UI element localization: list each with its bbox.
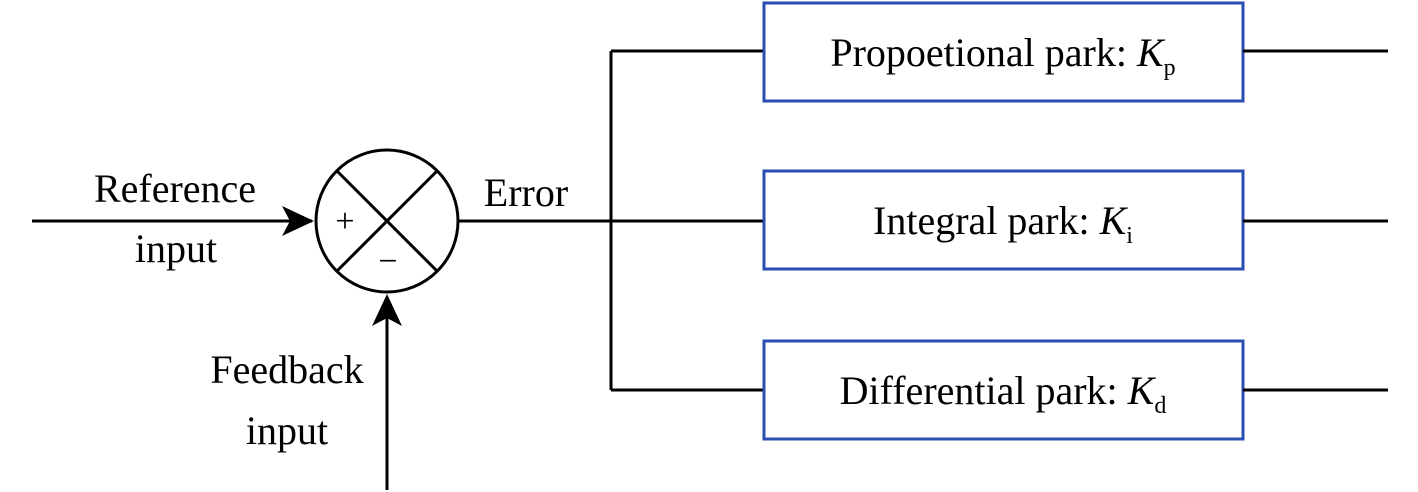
plus-sign: + <box>335 203 354 240</box>
error-label: Error <box>484 170 568 215</box>
proportional-gain-subscript: p <box>1164 55 1176 81</box>
differential-gain-symbol: K <box>1127 368 1157 413</box>
feedback-label-line1: Feedback <box>210 347 363 392</box>
proportional-gain-symbol: K <box>1136 30 1166 75</box>
feedback-label-line2: input <box>246 408 328 453</box>
feedback-arrowhead <box>372 294 402 326</box>
integral-block: Integral park: Ki <box>762 169 1245 271</box>
differential-gain-subscript: d <box>1154 393 1166 419</box>
integral-block-text: Integral park: <box>873 198 1100 243</box>
summing-junction: + − <box>314 148 460 294</box>
differential-block: Differential park: Kd <box>762 339 1245 441</box>
reference-label-line1: Reference <box>94 166 256 211</box>
differential-block-text: Differential park: <box>840 368 1128 413</box>
svg-text:Integral park: Ki: Integral park: Ki <box>873 198 1133 249</box>
minus-sign: − <box>378 243 397 280</box>
proportional-block: Propoetional park: Kp <box>762 1 1245 103</box>
reference-label-line2: input <box>135 226 217 271</box>
integral-gain-subscript: i <box>1126 223 1133 249</box>
svg-text:Propoetional park: Kp: Propoetional park: Kp <box>830 30 1175 81</box>
reference-arrowhead <box>282 206 314 236</box>
integral-gain-symbol: K <box>1099 198 1129 243</box>
svg-text:Differential park: Kd: Differential park: Kd <box>840 368 1167 419</box>
proportional-block-text: Propoetional park: <box>830 30 1137 75</box>
